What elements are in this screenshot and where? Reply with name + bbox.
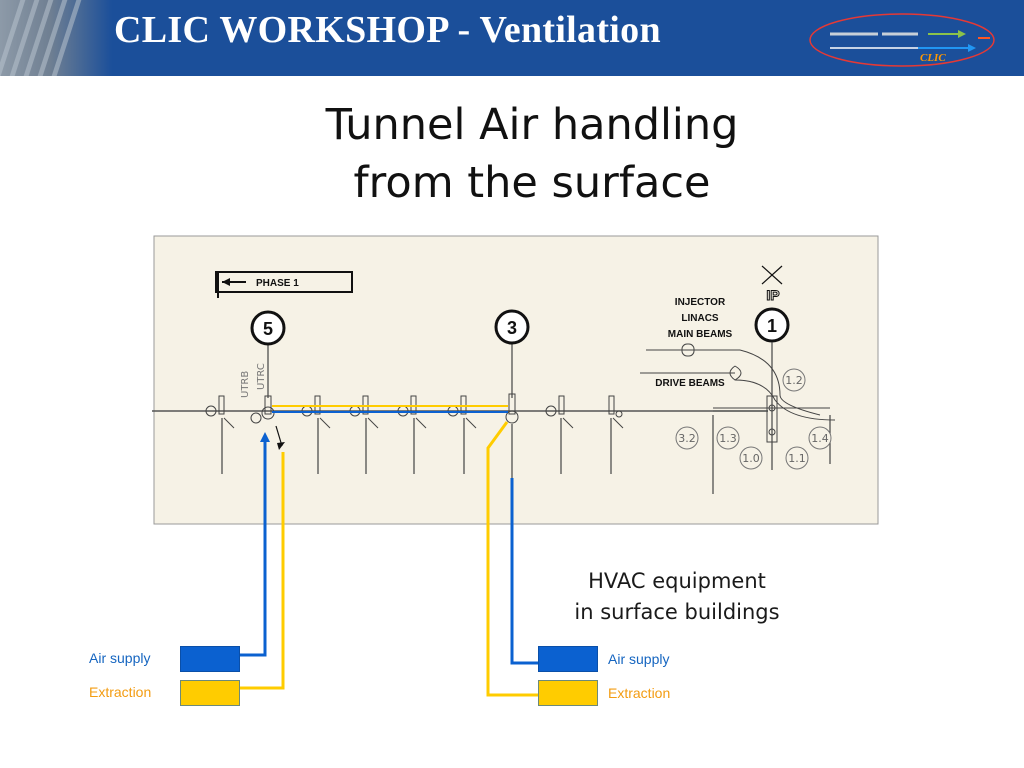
- point-3-marker: 3: [494, 309, 530, 345]
- svg-text:1.2: 1.2: [785, 374, 803, 387]
- utrb-label: UTRB: [240, 371, 251, 398]
- sub-points: 1.2 3.2 1.3 1.4 1.0 1.1: [675, 368, 832, 470]
- legend-right-supply-box: [538, 646, 598, 672]
- svg-text:5: 5: [263, 319, 273, 339]
- linacs-label: LINACS: [681, 313, 719, 324]
- title-line-1: Tunnel Air handling: [325, 100, 739, 150]
- extraction-pipe-left: [240, 452, 285, 690]
- svg-text:3: 3: [507, 318, 517, 338]
- shaft-lines: [221, 415, 831, 494]
- header-bar: CLIC WORKSHOP - Ventilation CLIC: [0, 0, 1024, 76]
- main-beams-label: MAIN BEAMS: [668, 329, 733, 340]
- tunnel-photo: [0, 0, 112, 76]
- header-title: CLIC WORKSHOP - Ventilation: [114, 9, 661, 51]
- slide-title: Tunnel Air handling from the surface: [212, 96, 852, 212]
- injector-label: INJECTOR: [675, 297, 726, 308]
- svg-text:3.2: 3.2: [678, 432, 696, 445]
- legend-right-supply-label: Air supply: [608, 651, 670, 667]
- legend-left-supply-label: Air supply: [89, 650, 151, 666]
- supply-pipe-left: [240, 438, 267, 657]
- legend-left-extraction-box: [180, 680, 240, 706]
- drive-beams-label: DRIVE BEAMS: [655, 378, 725, 389]
- svg-text:1.1: 1.1: [788, 452, 806, 465]
- clic-logo: CLIC: [809, 13, 995, 67]
- point-1-marker: 1: [754, 307, 790, 343]
- phase-label: PHASE 1: [256, 278, 299, 289]
- logo-text: CLIC: [920, 52, 946, 64]
- ip-label: IP: [766, 287, 779, 303]
- legend-right-extraction-label: Extraction: [608, 685, 671, 701]
- point-5-marker: 5: [250, 310, 286, 346]
- legend-right-extraction-box: [538, 680, 598, 706]
- supply-pipe-right: [510, 478, 540, 665]
- svg-text:1.0: 1.0: [742, 452, 760, 465]
- beam-lines: [640, 343, 836, 421]
- utrc-label: UTRC: [256, 363, 267, 390]
- extraction-pipe-right: [486, 421, 540, 697]
- title-line-2: from the surface: [353, 158, 711, 208]
- svg-text:1.4: 1.4: [811, 432, 829, 445]
- ip-symbol: [761, 265, 783, 285]
- legend-left-extraction-label: Extraction: [89, 684, 152, 700]
- hvac-line-2: in surface buildings: [574, 600, 780, 624]
- svg-text:1.3: 1.3: [719, 432, 737, 445]
- hvac-label: HVAC equipment in surface buildings: [540, 566, 814, 628]
- svg-text:1: 1: [767, 316, 777, 336]
- phase-1-arrow: PHASE 1: [215, 271, 353, 298]
- hvac-line-1: HVAC equipment: [588, 569, 766, 593]
- legend-left-supply-box: [180, 646, 240, 672]
